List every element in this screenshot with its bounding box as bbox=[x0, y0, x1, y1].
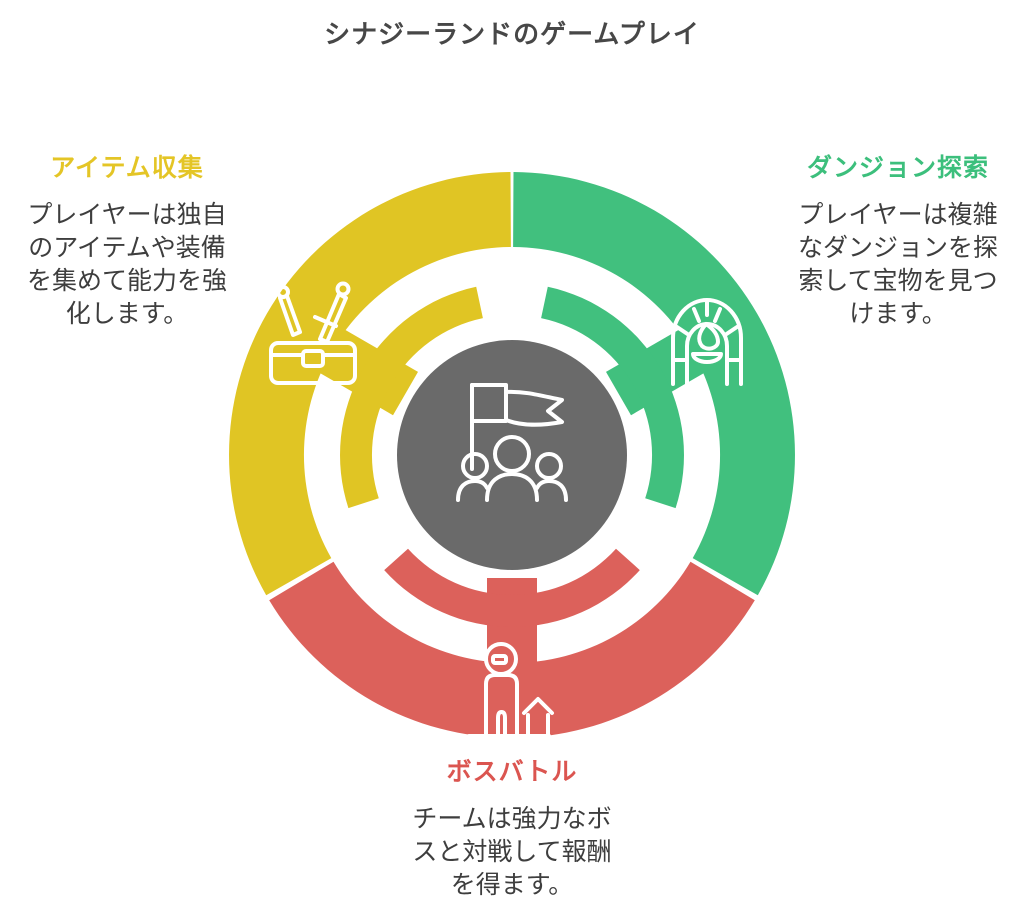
treasure-chest-swords-icon bbox=[269, 281, 357, 385]
segment-item-collection bbox=[229, 172, 511, 596]
team-flag-icon bbox=[456, 383, 568, 502]
description-boss-battle: チームは強力なボスと対戦して報酬を得ます。 bbox=[412, 805, 612, 899]
segment-dungeon-exploration bbox=[513, 172, 795, 596]
dungeon-gate-flame-icon bbox=[671, 298, 743, 386]
boss-figure-house-icon bbox=[467, 642, 554, 738]
page-title: シナジーランドのゲームプレイ bbox=[324, 19, 700, 49]
description-item-collection: プレイヤーは独自のアイテムや装備を集めて能力を強化します。 bbox=[26, 201, 227, 328]
inner-arc-dungeon-exploration bbox=[541, 286, 684, 509]
heading-boss-battle: ボスバトル bbox=[446, 758, 578, 786]
description-dungeon-exploration: プレイヤーは複雑なダンジョンを探索して宝物を見つけます。 bbox=[797, 201, 998, 328]
segment-boss-battle bbox=[269, 561, 755, 738]
inner-arc-boss-battle bbox=[384, 548, 640, 627]
section-dungeon-exploration: ダンジョン探索 プレイヤーは複雑なダンジョンを探索して宝物を見つけます。 bbox=[792, 148, 1004, 331]
center-circle bbox=[397, 340, 627, 570]
inner-arc-item-collection bbox=[340, 286, 483, 509]
section-item-collection: アイテム収集 プレイヤーは独自のアイテムや装備を集めて能力を強化します。 bbox=[21, 148, 233, 331]
heading-dungeon-exploration: ダンジョン探索 bbox=[806, 154, 989, 182]
section-boss-battle: ボスバトル チームは強力なボスと対戦して報酬を得ます。 bbox=[406, 752, 618, 902]
heading-item-collection: アイテム収集 bbox=[50, 154, 204, 182]
